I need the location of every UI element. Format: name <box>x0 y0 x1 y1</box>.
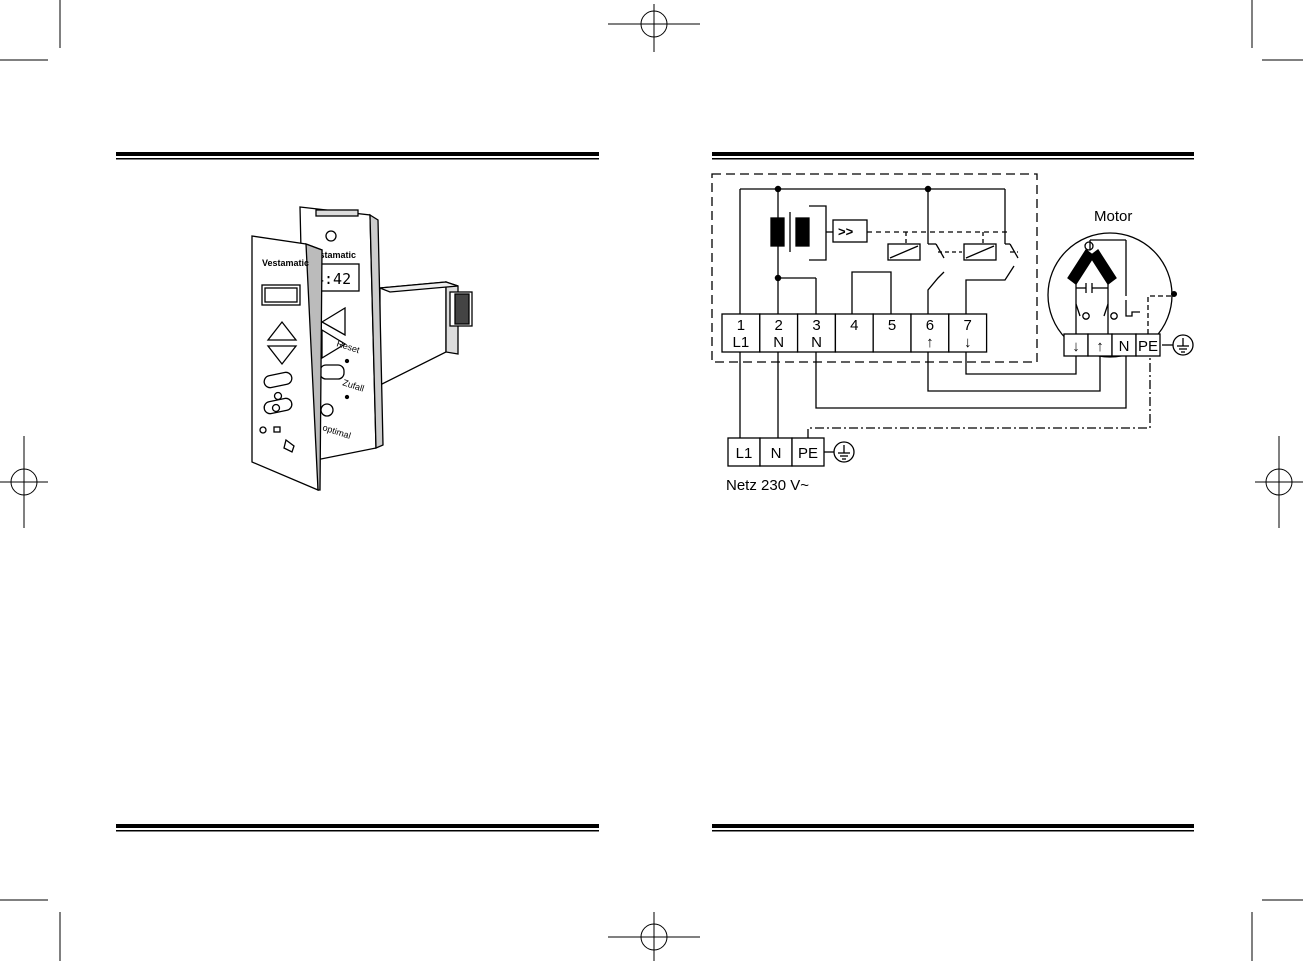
terminal-label: N <box>773 334 784 351</box>
supply-ground-icon <box>824 442 854 462</box>
terminal-label: N <box>811 334 822 351</box>
motor-terminal-label: N <box>1119 338 1130 355</box>
terminal-number: 6 <box>926 317 934 334</box>
external-wiring <box>740 352 1150 438</box>
device-brand-front: Vestamatic <box>262 258 309 268</box>
motor-terminal-block: ↓ ↑ N PE <box>1064 334 1160 356</box>
device-illustration: Vestamatic 4:42 Reset Zufall optimal Ves… <box>252 207 472 490</box>
registration-mark-left <box>0 436 48 528</box>
registration-mark-bottom <box>608 912 700 961</box>
motor-ground-icon <box>1162 335 1193 355</box>
supply-terminal-label: L1 <box>736 445 753 462</box>
terminal-number: 5 <box>888 317 896 334</box>
terminal-number: 4 <box>850 317 858 334</box>
device-front-cover: Vestamatic <box>252 236 322 490</box>
motor-label: Motor <box>1094 208 1132 225</box>
supply-label: Netz 230 V~ <box>726 477 809 494</box>
transformer-symbol <box>771 206 833 260</box>
terminal-number: 7 <box>964 317 972 334</box>
relay-down <box>964 244 996 260</box>
registration-mark-right <box>1255 436 1303 528</box>
motor-terminal-label: ↑ <box>1096 338 1104 355</box>
motor-terminal-label: PE <box>1138 338 1158 355</box>
terminal-number: 3 <box>812 317 820 334</box>
device-back-unit: Vestamatic 4:42 Reset Zufall optimal <box>300 207 472 462</box>
amplifier-symbol: >> <box>838 224 854 239</box>
relay-up <box>888 244 920 260</box>
terminal-label: ↓ <box>964 334 972 351</box>
registration-mark-top <box>608 4 700 52</box>
terminal-label: L1 <box>733 334 750 351</box>
clock-icon <box>260 427 266 433</box>
terminal-number: 1 <box>737 317 745 334</box>
terminal-number: 2 <box>775 317 783 334</box>
motor-terminal-label: ↓ <box>1072 338 1080 355</box>
terminal-label: ↑ <box>926 334 934 351</box>
supply-terminal-block: L1 N PE <box>728 438 824 466</box>
supply-terminal-label: N <box>771 445 782 462</box>
supply-terminal-label: PE <box>798 445 818 462</box>
